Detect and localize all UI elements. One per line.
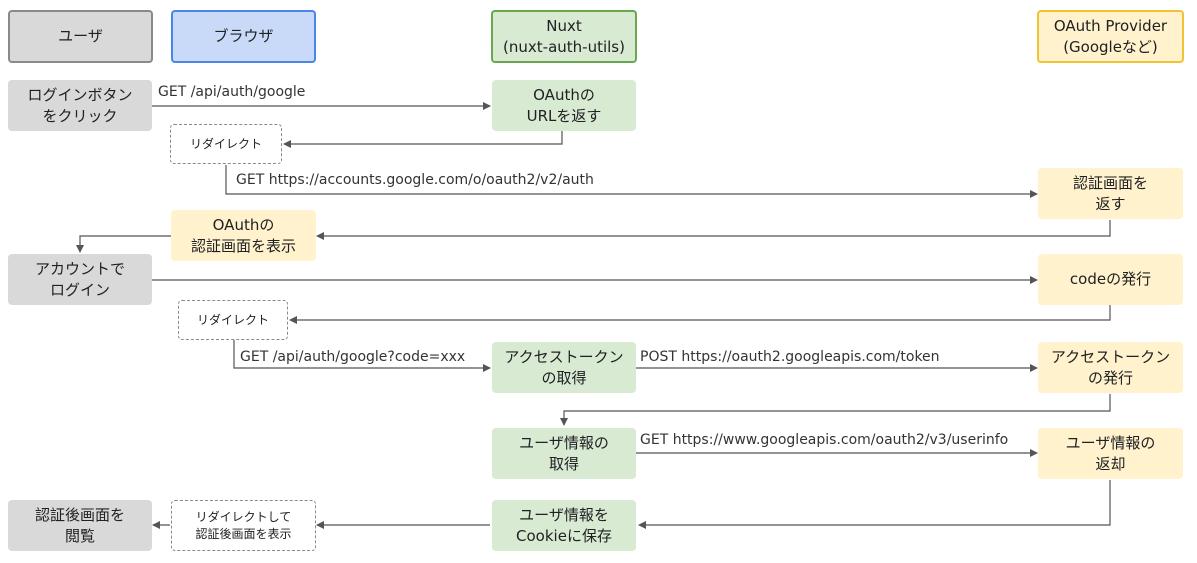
box-view-after-auth: 認証後画面を 閲覧 [8,500,152,551]
box-return-oauth-url: OAuthの URLを返す [492,80,636,131]
box-redirect-1: リダイレクト [170,124,282,164]
label-get-callback-code: GET /api/auth/google?code=xxx [240,349,466,365]
arrow-show-auth-to-user [76,235,171,253]
arrow-provider-to-show-auth [316,220,1111,240]
box-return-userinfo: ユーザ情報の 返却 [1038,428,1183,479]
box-redirect-show-after-auth: リダイレクトして 認証後画面を表示 [171,500,316,551]
box-login-click: ログインボタン をクリック [8,80,152,131]
header-nuxt: Nuxt (nuxt-auth-utils) [491,10,637,63]
arrow-provider-to-redirect2 [289,301,1111,324]
arrow-token-to-nuxt [560,394,1111,426]
label-post-token: POST https://oauth2.googleapis.com/token [640,349,940,365]
label-get-google-auth-endpoint: GET https://accounts.google.com/o/oauth2… [236,172,594,188]
header-oauth-provider: OAuth Provider (Googleなど) [1037,10,1184,63]
box-issue-access-token: アクセストークン の発行 [1038,342,1183,393]
box-show-auth-screen: OAuthの 認証画面を表示 [171,210,316,261]
box-return-auth-screen: 認証画面を 返す [1038,168,1183,219]
box-get-access-token: アクセストークン の取得 [492,342,636,393]
header-browser: ブラウザ [171,10,316,63]
box-issue-code: codeの発行 [1038,254,1183,305]
box-account-login: アカウントで ログイン [8,254,152,305]
box-get-userinfo: ユーザ情報の 取得 [492,428,636,479]
label-get-userinfo: GET https://www.googleapis.com/oauth2/v3… [640,432,1009,448]
arrow-userinfo-to-nuxt [638,480,1111,529]
label-get-api-auth-google: GET /api/auth/google [158,84,306,100]
header-user: ユーザ [8,10,153,63]
box-redirect-2: リダイレクト [178,300,288,340]
arrow-nuxt-to-redirect1 [283,131,563,148]
box-save-cookie: ユーザ情報を Cookieに保存 [492,500,636,551]
